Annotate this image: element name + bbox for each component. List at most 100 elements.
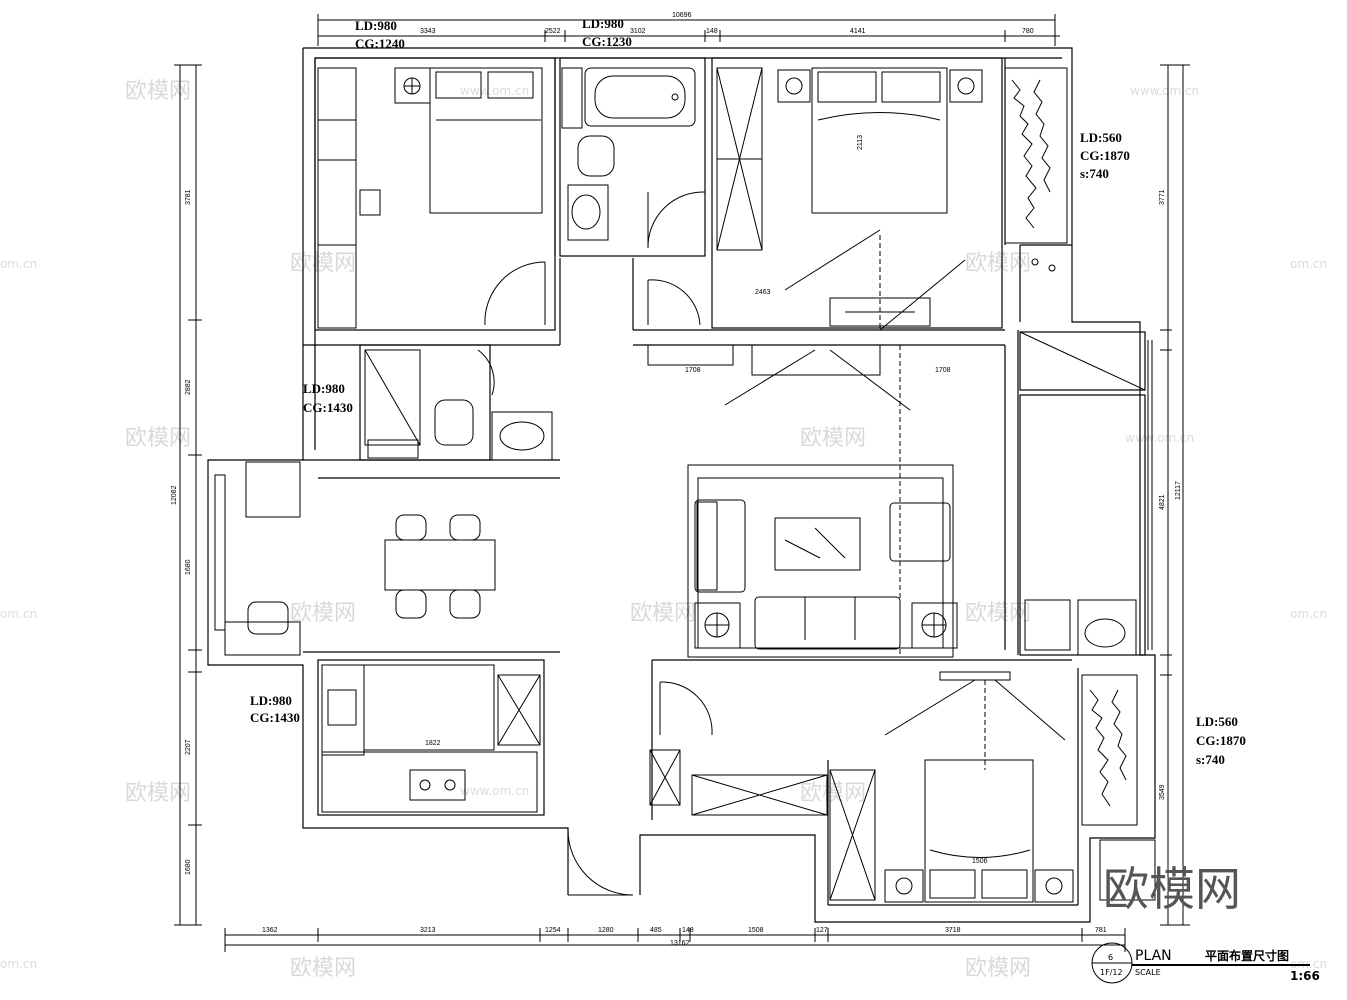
sofa bbox=[754, 596, 901, 650]
lamp-icon bbox=[957, 77, 975, 95]
watermark-url: www.om.cn bbox=[1130, 84, 1199, 98]
label-s: s:740 bbox=[1080, 166, 1109, 181]
dim-left: 2207 bbox=[185, 739, 192, 755]
dim-top: 780 bbox=[1022, 28, 1034, 35]
dim-bottom: 127 bbox=[816, 927, 828, 934]
dim-living: 1708 bbox=[685, 367, 701, 374]
label-ld: LD:560 bbox=[1196, 714, 1238, 729]
dim-bottom: 1508 bbox=[748, 927, 764, 934]
toilet bbox=[577, 135, 615, 177]
dim-bottom: 148 bbox=[682, 927, 694, 934]
master-bedroom-furniture bbox=[716, 67, 1068, 331]
dim-right: 4821 bbox=[1159, 494, 1166, 510]
door-arc bbox=[647, 191, 706, 249]
dim-left-total: 12082 bbox=[171, 485, 178, 505]
side-table bbox=[694, 602, 741, 649]
watermark-url: om.cn bbox=[1290, 257, 1327, 271]
dim-top: 3343 bbox=[420, 28, 436, 35]
nightstand bbox=[1034, 869, 1074, 903]
fridge bbox=[497, 674, 541, 746]
dim-left: 1680 bbox=[185, 559, 192, 575]
watermark-tile: 欧模网 bbox=[290, 956, 356, 981]
watermark-tile: 欧模网 bbox=[125, 79, 191, 104]
planter-strip bbox=[1081, 674, 1138, 826]
label-s: s:740 bbox=[1196, 752, 1225, 767]
burner-icon bbox=[444, 779, 456, 791]
watermark-tile: 欧模网 bbox=[630, 601, 696, 626]
dim-left: 3781 bbox=[185, 189, 192, 205]
dim-living: 1708 bbox=[935, 367, 951, 374]
wardrobe bbox=[317, 67, 357, 329]
rug bbox=[687, 464, 954, 658]
watermark-layer: 欧模网 欧模网 欧模网 欧模网 欧模网 欧模网 欧模网 欧模网 欧模网 欧模网 … bbox=[0, 79, 1327, 981]
dim-bed: 1506 bbox=[972, 858, 988, 865]
label-cg: CG:1240 bbox=[355, 36, 405, 51]
label-ld: LD:560 bbox=[1080, 130, 1122, 145]
burner-icon bbox=[419, 779, 431, 791]
lamp-icon bbox=[785, 77, 803, 95]
dim-bottom: 485 bbox=[650, 927, 662, 934]
dim-kitchen: 1822 bbox=[425, 740, 441, 747]
walls bbox=[207, 47, 1156, 923]
label-ld: LD:980 bbox=[303, 381, 345, 396]
label-cg: CG:1870 bbox=[1080, 148, 1130, 163]
armchair-left bbox=[694, 499, 746, 593]
watermark-tile: 欧模网 bbox=[125, 426, 191, 451]
coffee-table bbox=[774, 517, 861, 571]
dim-right-total: 12117 bbox=[1175, 481, 1182, 500]
watermark-tile: 欧模网 bbox=[965, 956, 1031, 981]
title-block: 6 1F/12 PLAN SCALE 平面布置尺寸图 1:66 bbox=[1091, 942, 1320, 984]
label-cg: CG:1430 bbox=[250, 710, 300, 725]
bathtub bbox=[584, 67, 696, 127]
tv-cabinet bbox=[751, 344, 881, 376]
sink bbox=[571, 194, 601, 230]
bed bbox=[924, 759, 1034, 903]
watermark-tile: 欧模网 bbox=[800, 781, 866, 806]
dim-bottom: 3213 bbox=[420, 927, 436, 934]
chair bbox=[395, 514, 427, 541]
watermark-tile: 欧模网 bbox=[290, 251, 356, 276]
door-arc bbox=[647, 279, 701, 326]
plan-word: PLAN bbox=[1135, 948, 1172, 964]
ceiling-labels: LD:980 CG:1240 LD:980 CG:1230 LD:560 CG:… bbox=[250, 16, 1246, 767]
nightstand bbox=[949, 69, 983, 103]
drain-icon bbox=[671, 93, 679, 101]
dim-left: 1680 bbox=[185, 859, 192, 875]
nightstand bbox=[394, 67, 431, 104]
doors bbox=[477, 191, 713, 896]
dim-top: 2522 bbox=[545, 28, 561, 35]
dim-bed: 2113 bbox=[857, 135, 864, 150]
kitchen-fixtures bbox=[321, 664, 541, 813]
dining-furniture bbox=[214, 461, 496, 656]
bathroom-mid-fixtures bbox=[364, 349, 553, 461]
chair bbox=[449, 589, 481, 619]
dim-top-total: 10696 bbox=[672, 12, 692, 19]
nightstand bbox=[777, 69, 811, 103]
dimension-lines bbox=[174, 14, 1190, 952]
watermark-url: om.cn bbox=[0, 607, 37, 621]
bathroom-top-fixtures bbox=[561, 67, 696, 241]
washing-machine bbox=[1024, 599, 1071, 651]
toilet bbox=[434, 399, 474, 446]
scale-word: SCALE bbox=[1135, 968, 1161, 977]
wardrobe bbox=[829, 769, 876, 901]
dimension-numbers: 10696 3343 2522 3102 148 4141 780 1362 3… bbox=[171, 12, 1182, 947]
balcony-right bbox=[1019, 331, 1153, 656]
dim-bottom: 1254 bbox=[545, 927, 561, 934]
cabinet bbox=[649, 749, 681, 806]
dim-top: 4141 bbox=[850, 28, 866, 35]
sink bbox=[327, 689, 357, 726]
dim-right: 3549 bbox=[1159, 784, 1166, 800]
chair bbox=[395, 589, 427, 619]
label-cg: CG:1870 bbox=[1196, 733, 1246, 748]
dim-top: 3102 bbox=[630, 28, 646, 35]
watermark-url: om.cn bbox=[0, 257, 37, 271]
watermark-tile: 欧模网 bbox=[965, 251, 1031, 276]
shower bbox=[364, 349, 421, 446]
watermark-url: www.om.cn bbox=[460, 84, 529, 98]
wardrobe bbox=[691, 774, 828, 816]
cooktop bbox=[409, 769, 466, 801]
watermark-url: om.cn bbox=[1290, 607, 1327, 621]
dim-bottom: 1362 bbox=[262, 927, 278, 934]
washbasin-counter bbox=[491, 411, 553, 461]
